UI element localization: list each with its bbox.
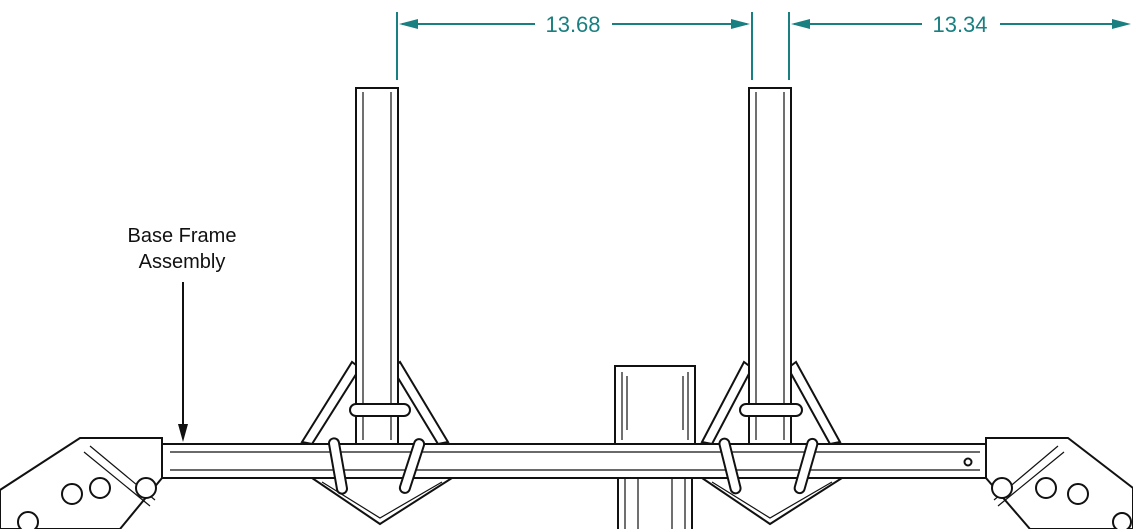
bolt-hole: [135, 477, 157, 499]
bolt-hole: [89, 477, 111, 499]
callout-label-line2: Assembly: [139, 251, 226, 273]
bolt-hole: [1112, 512, 1132, 529]
brace-right-outer: [700, 360, 754, 446]
stud-bolt: [718, 437, 742, 495]
dimension-13-34: 13.34: [788, 12, 1131, 80]
base-rail-tube: [161, 443, 987, 479]
dimension-value: 13.68: [545, 12, 600, 37]
corner-plate-right: [985, 437, 1133, 529]
bolt-hole: [991, 477, 1013, 499]
upright-tube-right: [748, 87, 792, 445]
dimension-13-68: 13.68: [396, 12, 753, 80]
dimension-value: 13.34: [932, 12, 987, 37]
center-post-upper: [614, 365, 696, 447]
clamp-left: [349, 403, 411, 417]
clamp-right: [739, 403, 803, 417]
stud-bolt: [793, 437, 819, 495]
bolt-hole: [1067, 483, 1089, 505]
base-rail: [161, 443, 987, 479]
arrowhead-right: [731, 19, 750, 29]
arrowhead-left: [791, 19, 810, 29]
arrowhead-left: [399, 19, 418, 29]
stud-bolt: [398, 438, 426, 494]
stud-bolts: [328, 437, 819, 495]
callout-base-frame-assembly: Base Frame Assembly: [128, 225, 237, 442]
brace-left-outer: [300, 360, 362, 446]
upright-tube-left: [355, 87, 399, 445]
arrowhead-right: [1112, 19, 1131, 29]
corner-bracket-right: [963, 437, 1133, 529]
callout-label-line1: Base Frame: [128, 225, 237, 247]
center-post: [614, 365, 696, 529]
leader-arrowhead: [178, 424, 188, 442]
corner-plate-left: [0, 437, 163, 529]
bolt-hole: [61, 483, 83, 505]
corner-bracket-left: [0, 437, 163, 529]
bolt-hole: [1035, 477, 1057, 499]
bolt-hole: [17, 511, 39, 529]
small-hole: [963, 457, 973, 467]
stud-bolt: [328, 437, 348, 495]
